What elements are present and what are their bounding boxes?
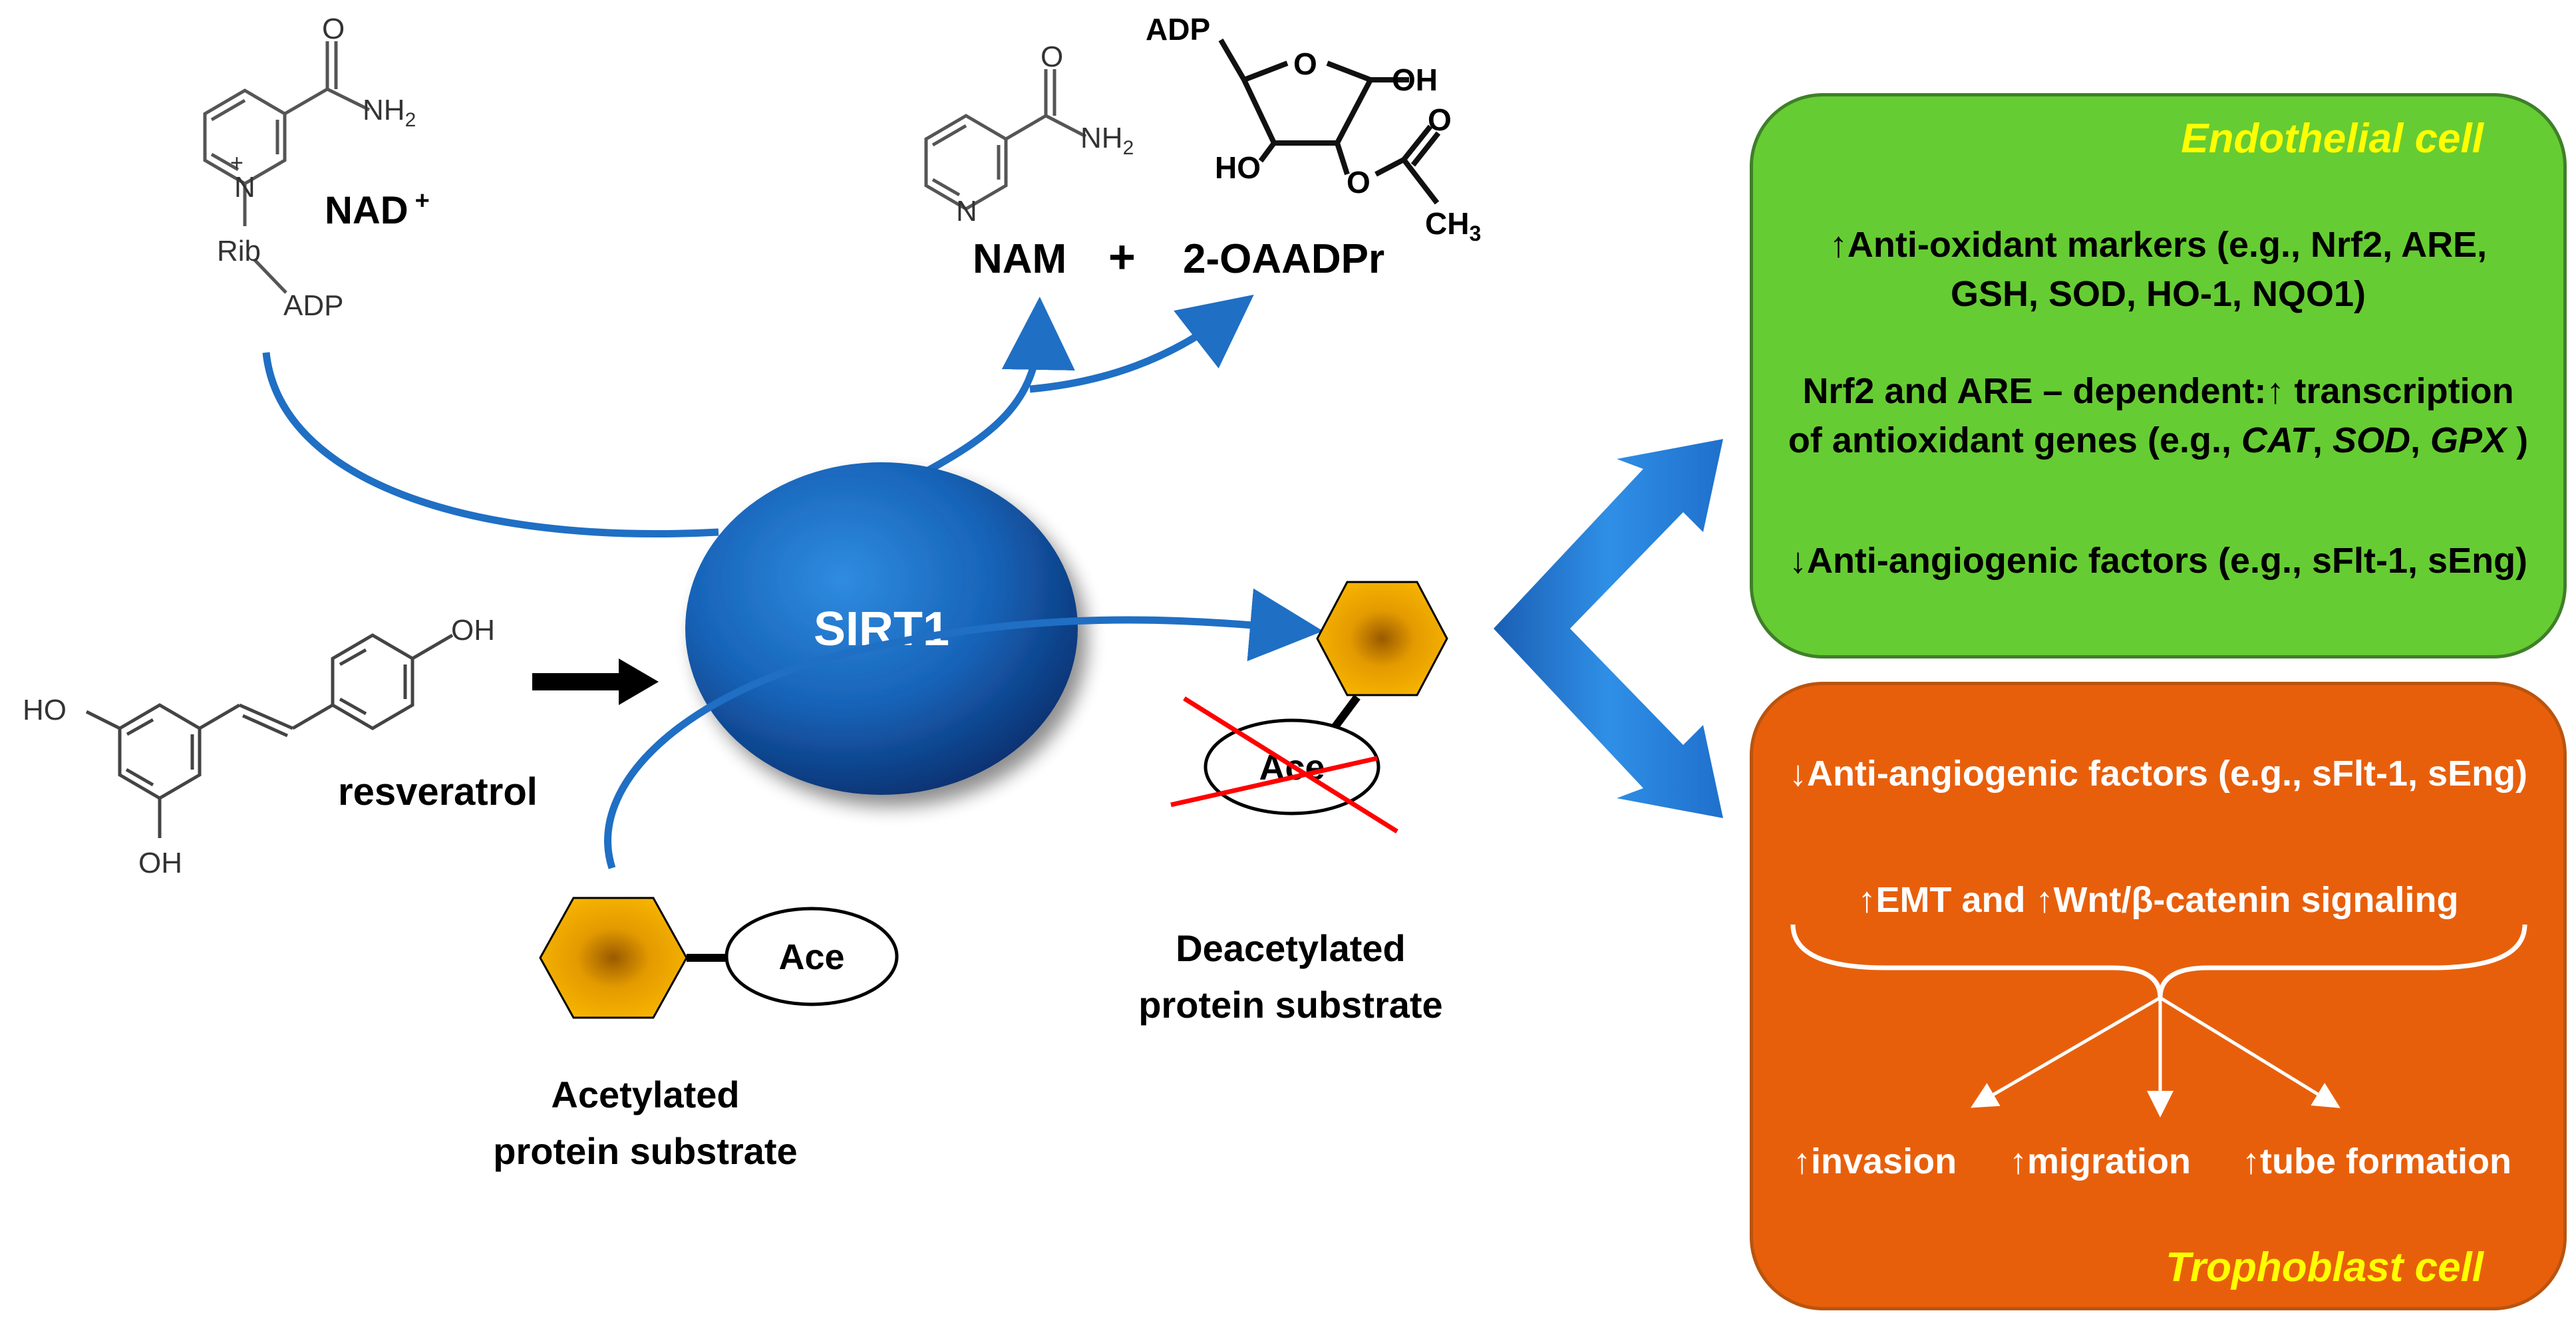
oaadpr-ho: HO (1215, 150, 1261, 185)
resveratrol-structure (85, 633, 454, 838)
oaadpr-oh: OH (1392, 63, 1438, 97)
oaadpr-structure (1218, 38, 1441, 205)
nad-structure (203, 41, 371, 294)
nad-amide-o: O (322, 13, 345, 45)
cross-line-2 (1170, 756, 1378, 807)
substrate-arrow (604, 588, 1323, 869)
gene-sod: SOD (2332, 420, 2411, 460)
deacetylated-hexagon (1316, 581, 1448, 696)
oaadpr-carbonyl-o: O (1428, 102, 1452, 137)
endothelial-line-2: GSH, SOD, HO-1, NQO1) (1950, 274, 2366, 314)
nam-release-arrow (923, 297, 1075, 476)
endothelial-line-3: Nrf2 and ARE – dependent:↑ transcription (1802, 371, 2514, 411)
nad-input-curve (262, 352, 719, 537)
outcome-tube-formation: ↑tube formation (2242, 1141, 2511, 1181)
nam-amide-nh2: NH2 (1080, 122, 1134, 159)
nam-label: NAM (973, 236, 1066, 282)
branch-tube-formation (2159, 996, 2340, 1108)
deacetylated-label-line1: Deacetylated (1176, 927, 1406, 969)
oaadpr-ch3: CH3 (1425, 206, 1481, 245)
trophoblast-cell-panel: ↓Anti-angiogenic factors (e.g., sFlt-1, … (1750, 682, 2567, 1310)
gene-cat: CAT (2241, 420, 2313, 460)
acetylated-label-line2: protein substrate (493, 1130, 797, 1172)
nad-ring-charge: + (230, 150, 243, 176)
effect-branch-arrow (1494, 439, 1723, 818)
nam-ring-n: N (956, 195, 977, 227)
removed-bond (1331, 694, 1361, 731)
resveratrol-ho-left: HO (23, 694, 67, 726)
oaadpr-ring-o: O (1293, 47, 1317, 81)
trophoblast-line-1: ↓Anti-angiogenic factors (e.g., sFlt-1, … (1788, 754, 2528, 794)
resveratrol-label: resveratrol (338, 770, 538, 813)
nad-ring-n: N (234, 171, 255, 204)
endothelial-line-4: of antioxidant genes (e.g., CAT, SOD, GP… (1788, 420, 2529, 460)
resveratrol-oh-top: OH (451, 614, 495, 647)
plus-sign: + (1108, 231, 1136, 283)
acetyl-group (724, 907, 899, 1006)
outcome-migration: ↑migration (2009, 1141, 2191, 1181)
endothelial-cell-panel: Endothelial cell ↑Anti-oxidant markers (… (1750, 93, 2567, 658)
nad-rib-label: Rib (217, 235, 261, 267)
trophoblast-line-2: ↑EMT and ↑Wnt/β-catenin signaling (1857, 880, 2459, 920)
oaadpr-ester-o: O (1347, 165, 1370, 200)
nam-structure (924, 69, 1087, 211)
sirt1-enzyme (685, 462, 1078, 795)
endothelial-line-1: ↑Anti-oxidant markers (e.g., Nrf2, ARE, (1829, 225, 2488, 265)
gene-gpx: GPX (2430, 420, 2507, 460)
nad-label: NAD+ (325, 187, 430, 232)
endothelial-cell-title: Endothelial cell (2181, 116, 2484, 162)
nad-adp-label: ADP (283, 289, 343, 322)
acetylated-label-line1: Acetylated (551, 1074, 739, 1115)
resveratrol-activation-arrow (532, 658, 659, 705)
oaadpr-label: 2-OAADPr (1183, 236, 1384, 282)
acetyl-label: Ace (778, 937, 844, 977)
oaadpr-adp: ADP (1146, 12, 1210, 47)
outcome-invasion: ↑invasion (1793, 1141, 1957, 1181)
deacetylated-label-line2: protein substrate (1138, 984, 1442, 1026)
curly-brace (1790, 924, 2527, 998)
trophoblast-branch-arrows (1790, 924, 2527, 1117)
cross-line-1 (1183, 696, 1398, 833)
nad-amide-nh2: NH2 (363, 94, 416, 131)
resveratrol-oh-bottom: OH (138, 847, 182, 879)
nam-amide-o: O (1041, 41, 1063, 73)
oaadpr-release-arrow (1029, 294, 1254, 393)
trophoblast-cell-title: Trophoblast cell (2166, 1244, 2484, 1290)
branch-invasion (1971, 996, 2162, 1108)
endothelial-line-5: ↓Anti-angiogenic factors (e.g., sFlt-1, … (1788, 541, 2528, 581)
acetylated-hexagon (539, 897, 688, 1019)
